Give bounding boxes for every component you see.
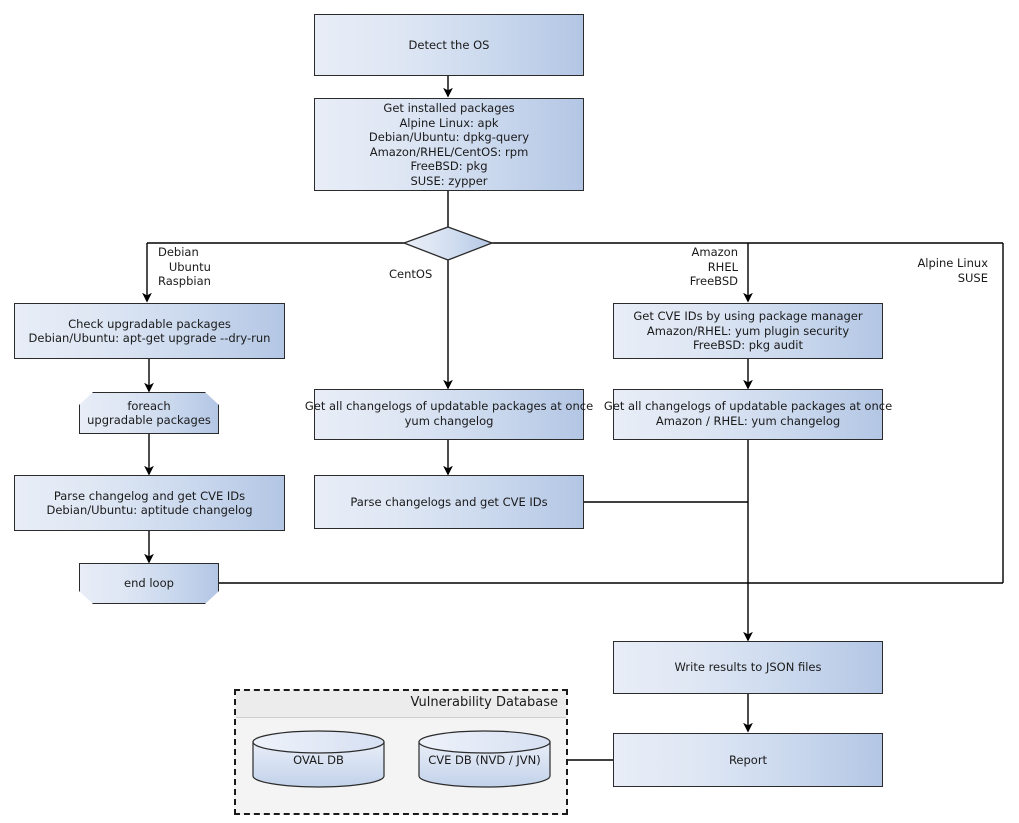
node-write-results-json-label: Write results to JSON files [674,660,822,675]
node-foreach-shape [79,392,219,434]
node-end-loop[interactable]: end loop [79,563,219,604]
node-parse-changelog-debian[interactable]: Parse changelog and get CVE IDs Debian/U… [14,475,285,531]
branch-label-alpine-group: Alpine Linux SUSE [917,256,988,285]
database-oval-db-label: OVAL DB [293,753,344,767]
node-detect-os[interactable]: Detect the OS [314,14,584,76]
node-get-installed-packages-label: Get installed packages Alpine Linux: apk… [368,101,530,188]
database-cve-db[interactable]: CVE DB (NVD / JVN) [418,730,551,788]
vulnerability-database-title: Vulnerability Database [410,695,558,710]
node-get-installed-packages[interactable]: Get installed packages Alpine Linux: apk… [314,98,584,191]
database-oval-db[interactable]: OVAL DB [252,730,385,788]
node-changelogs-amazon-label: Get all changelogs of updatable packages… [603,399,893,428]
node-report[interactable]: Report [613,733,883,787]
node-parse-changelogs-centos-label: Parse changelogs and get CVE IDs [350,494,548,509]
node-foreach-upgradable[interactable]: foreach upgradable packages [79,392,219,434]
node-report-label: Report [728,752,768,767]
decision-diamond [402,226,494,261]
node-foreach-label: foreach upgradable packages [87,398,211,428]
node-get-cve-ids-package-manager-label: Get CVE IDs by using package manager Ama… [633,309,863,353]
node-changelogs-centos-label: Get all changelogs of updatable packages… [304,399,594,428]
database-cve-db-label: CVE DB (NVD / JVN) [428,753,541,767]
node-parse-changelog-debian-label: Parse changelog and get CVE IDs Debian/U… [46,488,253,518]
node-changelogs-centos[interactable] [314,389,584,440]
node-check-upgradable-packages-label: Check upgradable packages Debian/Ubuntu:… [28,316,271,346]
node-write-results-json[interactable]: Write results to JSON files [613,641,883,694]
node-changelogs-amazon[interactable] [613,389,883,440]
node-detect-os-label: Detect the OS [408,37,490,52]
node-end-loop-shape [79,563,219,604]
branch-label-centos: CentOS [389,267,433,281]
branch-label-amazon-group: Amazon RHEL FreeBSD [689,245,738,288]
node-check-upgradable-packages[interactable]: Check upgradable packages Debian/Ubuntu:… [14,303,285,359]
node-end-loop-label: end loop [124,576,174,591]
node-get-cve-ids-package-manager[interactable]: Get CVE IDs by using package manager Ama… [613,303,883,359]
node-parse-changelogs-centos[interactable]: Parse changelogs and get CVE IDs [314,475,584,529]
branch-label-debian-group: Debian Ubuntu Raspbian [158,245,211,288]
vulnerability-database-titlebar [236,691,566,718]
